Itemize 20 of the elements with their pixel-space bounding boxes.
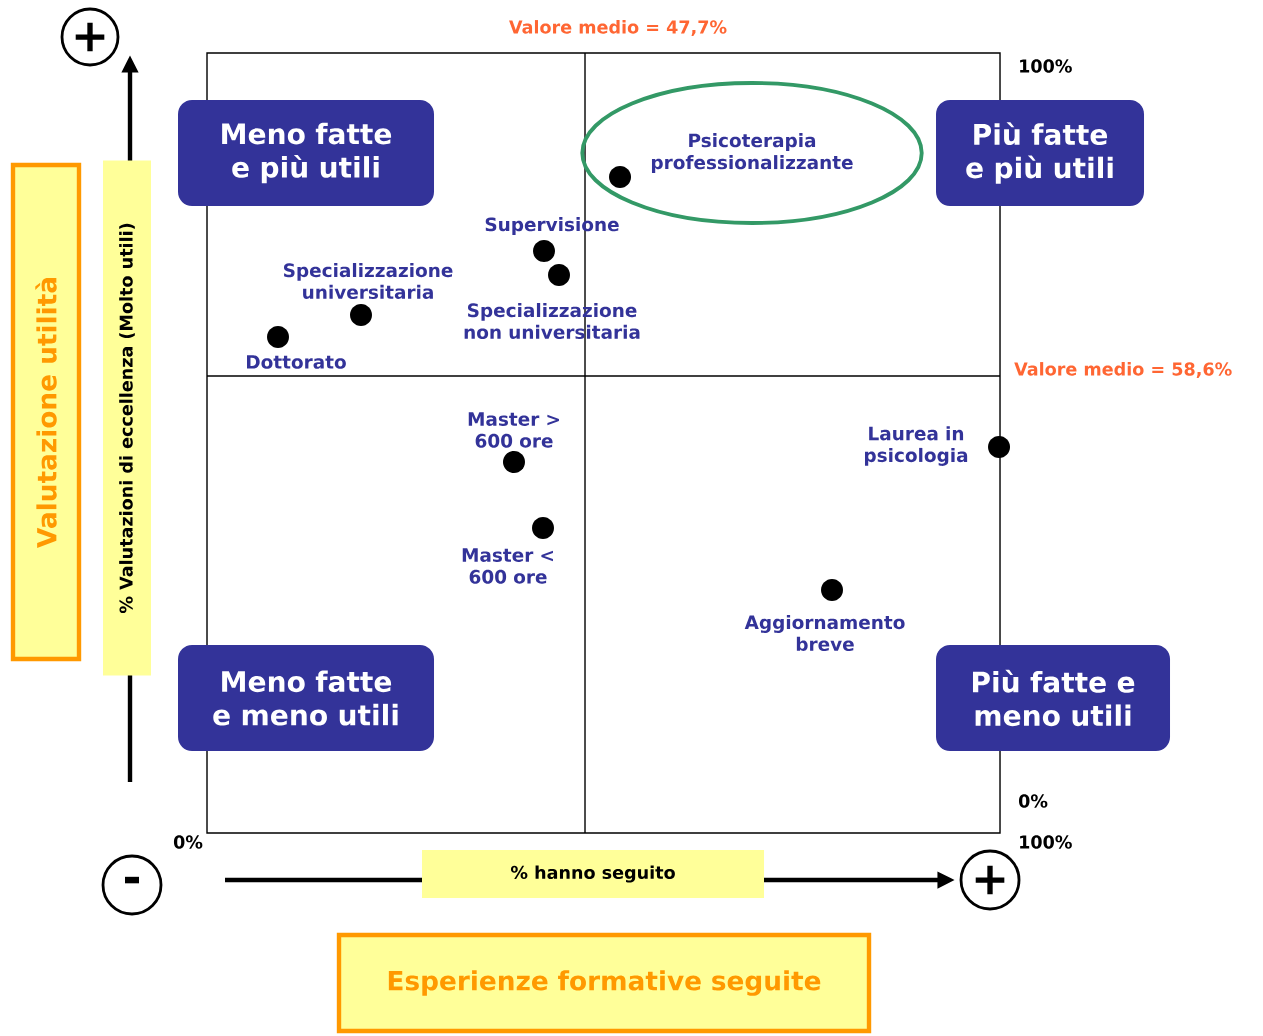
quadrant-box: Meno fatte e più utili	[178, 100, 434, 206]
axis-tick-label: 0%	[1019, 794, 1048, 808]
mean-value-label: Valore medio = 47,7%	[509, 20, 727, 36]
axis-label: % Valutazioni di eccellenza (Molto utili)	[103, 160, 151, 676]
point-label: Aggiornamento breve	[744, 615, 905, 651]
mean-value-label: Valore medio = 58,6%	[1014, 362, 1232, 378]
axis-title-box: Valutazione utilità	[10, 162, 82, 662]
axis-label: % hanno seguito	[422, 850, 764, 898]
point-label: Master < 600 ore	[462, 548, 553, 584]
point-label: Dottorato	[247, 355, 346, 369]
point-label: Master > 600 ore	[468, 412, 559, 448]
axis-tick-label: 0%	[173, 835, 203, 849]
axis-title-box: Esperienze formative seguite	[336, 932, 872, 1034]
quadrant-box: Meno fatte e meno utili	[178, 645, 434, 751]
quadrant-box: Più fatte e meno utili	[936, 645, 1170, 751]
axis-tick-label: 100%	[1020, 835, 1072, 849]
point-label: Laurea in psicologia	[865, 426, 968, 466]
axis-tick-label: 100%	[1020, 59, 1072, 73]
quadrant-box: Più fatte e più utili	[936, 100, 1144, 206]
point-label: Specializzazione universitaria	[284, 263, 453, 299]
